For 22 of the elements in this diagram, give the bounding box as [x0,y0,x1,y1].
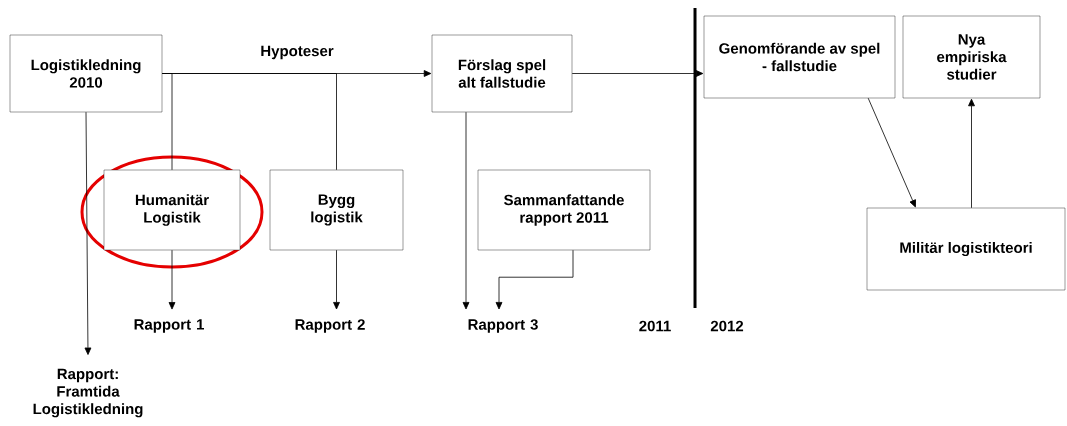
report-label: Rapport: Framtida Logistikledning [33,368,143,418]
process-box: Sammanfattande rapport 2011 [477,169,651,251]
report-label: Rapport 1 [134,319,204,333]
arrow [571,70,704,77]
process-box: Nya empiriska studier [902,15,1041,99]
process-box: Logistikledning 2010 [9,34,163,113]
process-box: Förslag spel alt fallstudie [431,34,573,113]
report-label: Rapport 3 [468,319,538,333]
arrow [462,111,470,310]
arrow [168,249,176,310]
arrow [333,249,340,310]
arrow [867,97,916,208]
report-label: Rapport 2 [295,319,365,333]
year-label: 2011 [639,320,671,332]
process-box: Genomförande av spel - fallstudie [703,15,896,99]
process-box: Bygg logistik [269,169,404,251]
process-box: Humanitär Logistik [103,169,241,251]
arrow [84,111,92,355]
process-box: Militär logistikteori [866,207,1066,291]
arrow [495,249,574,310]
year-label: 2012 [710,320,744,332]
arrow [968,98,975,209]
